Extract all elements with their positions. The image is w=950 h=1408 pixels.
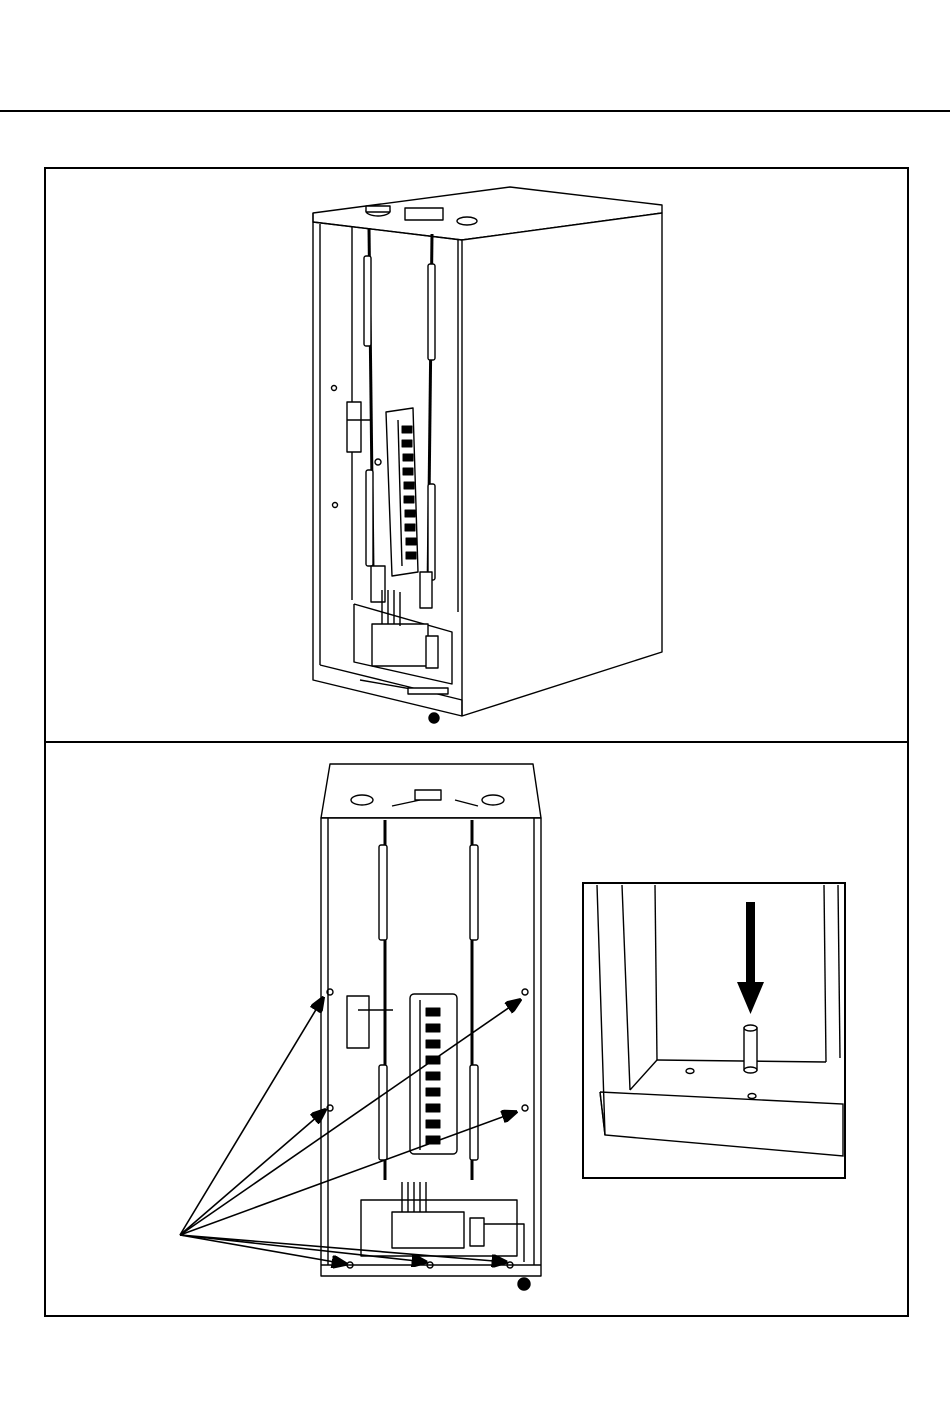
guide-pin-detail-illustration <box>0 0 950 1408</box>
